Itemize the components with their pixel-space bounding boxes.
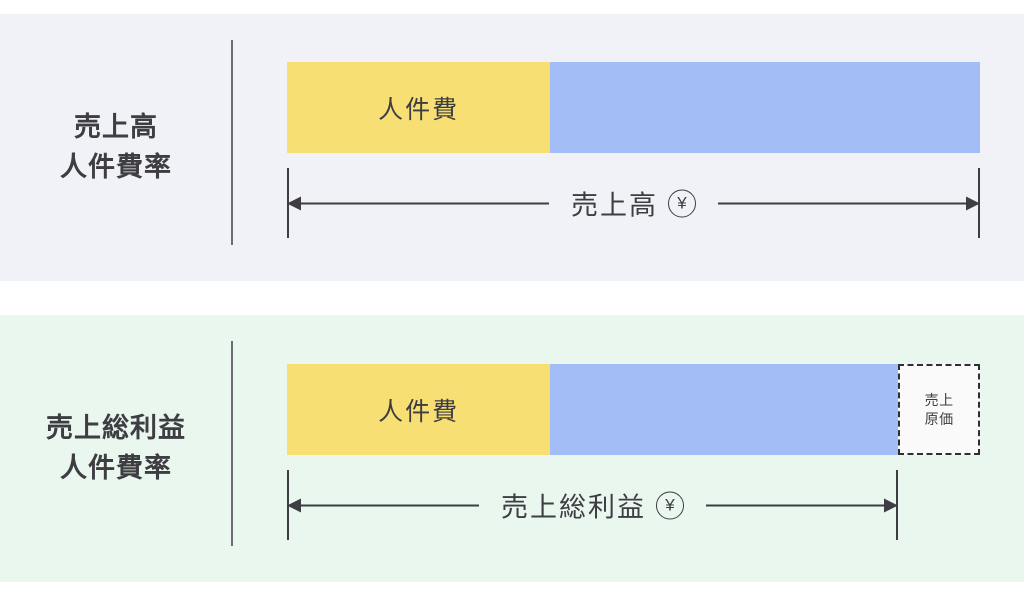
panel-sales-measure-label-text: 売上高 [571, 190, 658, 221]
panel-gross-divider [231, 341, 233, 546]
panel-sales-divider [231, 40, 233, 245]
panel-sales-arrow-right-icon [718, 202, 980, 204]
panel-gross-caption-line1: 売上総利益 [46, 413, 186, 444]
panel-sales-stacked-bar: 人件費 [287, 62, 980, 153]
panel-sales-arrow-left-icon [287, 202, 549, 204]
panel-sales-measure-row: 売上高 ¥ [287, 184, 980, 223]
panel-sales-segment-labor-cost: 人件費 [287, 62, 551, 153]
panel-gross-measure: 売上総利益 ¥ [287, 470, 898, 540]
panel-gross-measure-label-text: 売上総利益 [501, 492, 646, 523]
panel-gross-profit-labor-ratio: 売上総利益 人件費率 人件費 売上 原価 売上総利益 ¥ [0, 315, 1024, 582]
yen-badge-icon: ¥ [668, 189, 696, 217]
panel-gross-segment-cost-of-sales-label-line2: 原価 [924, 410, 954, 427]
panel-gross-caption: 売上総利益 人件費率 [0, 315, 232, 582]
yen-badge-icon: ¥ [656, 491, 684, 519]
panel-gross-stacked-bar: 人件費 売上 原価 [287, 364, 980, 455]
panel-sales-measure-label: 売上高 ¥ [549, 184, 718, 223]
panel-sales-caption-line2: 人件費率 [60, 151, 172, 182]
panel-gross-measure-label: 売上総利益 ¥ [479, 486, 706, 525]
panel-gross-segment-cost-of-sales-label-line1: 売上 [924, 391, 954, 408]
panel-gross-segment-cost-of-sales: 売上 原価 [898, 364, 980, 455]
panel-gross-segment-labor-cost: 人件費 [287, 364, 551, 455]
panel-sales-segment-remainder [550, 62, 980, 153]
panel-sales-segment-labor-cost-label: 人件費 [378, 95, 460, 124]
panel-gross-arrow-left-icon [287, 504, 479, 506]
panel-sales-caption: 売上高 人件費率 [0, 14, 232, 281]
panel-sales-caption-line1: 売上高 [74, 112, 158, 143]
panel-sales-measure: 売上高 ¥ [287, 168, 980, 238]
panel-gross-segment-labor-cost-label: 人件費 [378, 397, 460, 426]
panel-gross-caption-line2: 人件費率 [60, 452, 172, 483]
panel-gross-arrow-right-icon [706, 504, 898, 506]
panel-sales-labor-ratio: 売上高 人件費率 人件費 売上高 ¥ [0, 14, 1024, 281]
panel-gross-measure-row: 売上総利益 ¥ [287, 486, 898, 525]
panel-gross-segment-remainder [550, 364, 899, 455]
